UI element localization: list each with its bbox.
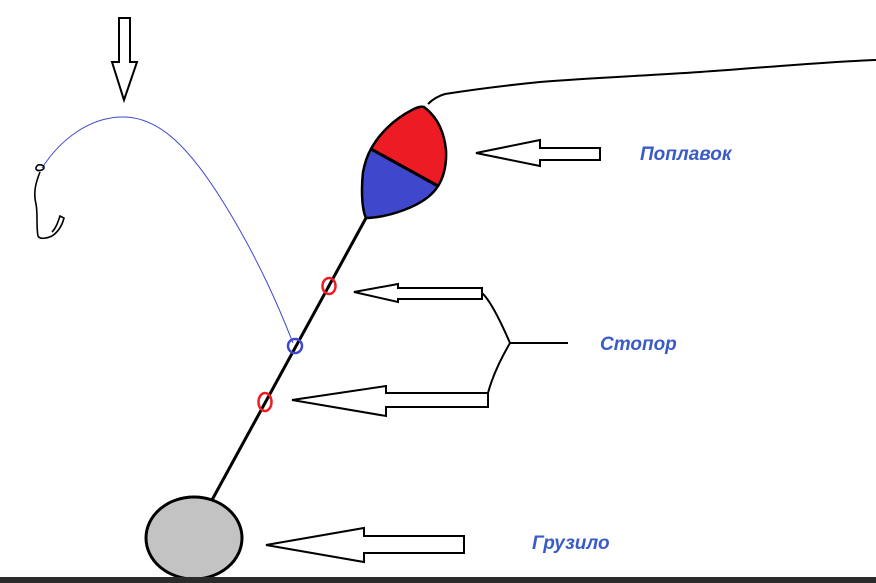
stopper-lower-arrow-icon [291,384,489,418]
float-bobber [360,105,448,220]
rig-line [210,217,368,501]
guide-ring [286,337,304,355]
main-fishing-line [427,59,876,105]
stopper-bracket [481,292,568,394]
hook [33,164,65,240]
stopper-upper [321,276,337,296]
down-arrow-icon [110,17,139,104]
float-label: Поплавок [640,144,732,165]
stopper-lower [257,391,273,413]
sinker-arrow-icon [265,526,465,564]
float-divider [370,147,439,188]
stopper-label: Стопор [600,334,677,355]
sinker [144,495,244,581]
float-bottom-half [360,147,440,220]
float-arrow-icon [475,138,601,168]
leader-line [41,116,294,344]
stopper-upper-arrow-icon [353,282,483,304]
sinker-label: Грузило [532,533,610,554]
bottom-border [0,577,876,583]
